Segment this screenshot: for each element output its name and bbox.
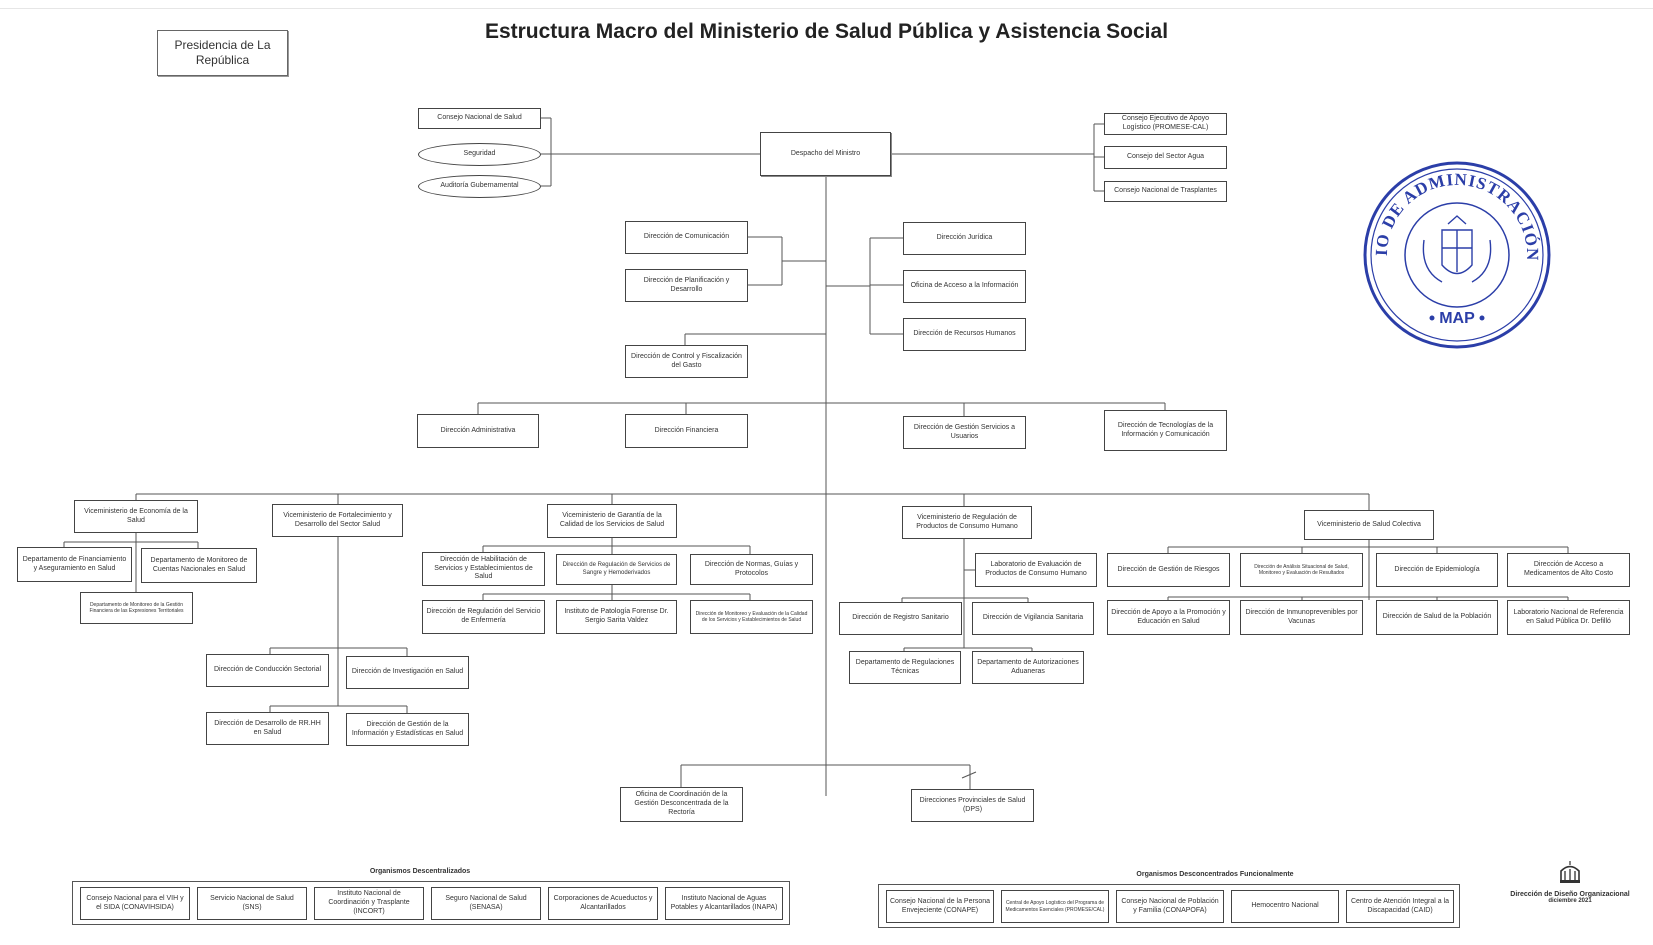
- dir-desarrollo-rrhh-box: Dirección de Desarrollo de RR.HH en Salu…: [206, 712, 329, 745]
- chart-title: Estructura Macro del Ministerio de Salud…: [484, 20, 1169, 43]
- desconcentrados-func-caption: Organismos Desconcentrados Funcionalment…: [1136, 871, 1294, 878]
- lab-evaluacion-productos-box: Laboratorio de Evaluación de Productos d…: [975, 553, 1097, 587]
- footer-line1: Dirección de Diseño Organizacional: [1510, 891, 1630, 898]
- presidencia-box: Presidencia de La República: [157, 30, 288, 76]
- seguridad-oval: Seguridad: [418, 143, 541, 166]
- vm-fortalecimiento-box: Viceministerio de Fortalecimiento y Desa…: [272, 504, 403, 537]
- vm-garantia-box: Viceministerio de Garantía de la Calidad…: [547, 504, 677, 538]
- svg-text:MAP: MAP: [1439, 310, 1475, 327]
- direcciones-provinciales-box: Direcciones Provinciales de Salud (DPS): [911, 789, 1034, 822]
- dir-planificacion-box: Dirección de Planificación y Desarrollo: [625, 269, 748, 302]
- dir-investigacion-box: Dirección de Investigación en Salud: [346, 656, 469, 689]
- descentralizados-caption: Organismos Descentralizados: [369, 868, 471, 875]
- depto-autorizaciones-aduaneras-box: Departamento de Autorizaciones Aduaneras: [972, 651, 1084, 684]
- dir-inmunoprevenibles-box: Dirección de Inmunoprevenibles por Vacun…: [1240, 600, 1363, 635]
- depto-cuentas-nacionales-box: Departamento de Monitoreo de Cuentas Nac…: [141, 548, 257, 583]
- depto-gestion-financiera-box: Departamento de Monitoreo de la Gestión …: [80, 592, 193, 624]
- vm-regulacion-box: Viceministerio de Regulación de Producto…: [902, 506, 1032, 539]
- dir-monitoreo-calidad-box: Dirección de Monitoreo y Evaluación de l…: [690, 600, 813, 634]
- dir-conduccion-sectorial-box: Dirección de Conducción Sectorial: [206, 654, 329, 687]
- inapa-box: Instituto Nacional de Aguas Potables y A…: [665, 887, 783, 920]
- auditoria-oval: Auditoría Gubernamental: [418, 175, 541, 198]
- depto-regulaciones-tecnicas-box: Departamento de Regulaciones Técnicas: [849, 651, 961, 684]
- conape-box: Consejo Nacional de la Persona Envejecie…: [886, 890, 994, 923]
- consejo-trasplantes-box: Consejo Nacional de Trasplantes: [1104, 181, 1227, 202]
- oficina-coordinacion-desconcentrada-box: Oficina de Coordinación de la Gestión De…: [620, 787, 743, 822]
- dir-gestion-informacion-box: Dirección de Gestión de la Información y…: [346, 713, 469, 746]
- caid-box: Centro de Atención Integral a la Discapa…: [1346, 890, 1454, 923]
- footer-emblem: Dirección de Diseño Organizacional dicie…: [1500, 858, 1640, 904]
- senasa-box: Seguro Nacional de Salud (SENASA): [431, 887, 541, 920]
- dir-juridica-box: Dirección Jurídica: [903, 222, 1026, 255]
- consejo-sector-agua-box: Consejo del Sector Agua: [1104, 146, 1227, 169]
- dir-habilitacion-box: Dirección de Habilitación de Servicios y…: [422, 552, 545, 586]
- vm-economia-box: Viceministerio de Economía de la Salud: [74, 500, 198, 533]
- sns-box: Servicio Nacional de Salud (SNS): [197, 887, 307, 920]
- government-building-icon: [1560, 861, 1580, 883]
- dir-normas-guias-box: Dirección de Normas, Guías y Protocolos: [690, 554, 813, 585]
- dir-epidemiologia-box: Dirección de Epidemiología: [1376, 553, 1498, 587]
- top-rule: [0, 8, 1653, 9]
- svg-text:MINISTERIO DE ADMINISTRACIÓN P: MINISTERIO DE ADMINISTRACIÓN PÚBLICA: [1362, 160, 1542, 261]
- consejo-nacional-salud-box: Consejo Nacional de Salud: [418, 108, 541, 129]
- dir-administrativa-box: Dirección Administrativa: [417, 414, 539, 448]
- dir-financiera-box: Dirección Financiera: [625, 414, 748, 448]
- dir-promocion-educacion-box: Dirección de Apoyo a la Promoción y Educ…: [1107, 600, 1230, 635]
- vm-salud-colectiva-box: Viceministerio de Salud Colectiva: [1304, 510, 1434, 540]
- conapofa-box: Consejo Nacional de Población y Familia …: [1116, 890, 1224, 923]
- dir-vigilancia-sanitaria-box: Dirección de Vigilancia Sanitaria: [972, 602, 1094, 635]
- incort-box: Instituto Nacional de Coordinación y Tra…: [314, 887, 424, 920]
- hemocentro-box: Hemocentro Nacional: [1231, 890, 1339, 923]
- dir-gestion-usuarios-box: Dirección de Gestión Servicios a Usuario…: [903, 416, 1026, 449]
- lab-referencia-salud-publica-box: Laboratorio Nacional de Referencia en Sa…: [1507, 600, 1630, 635]
- depto-financiamiento-box: Departamento de Financiamiento y Asegura…: [17, 547, 132, 582]
- despacho-ministro-box: Despacho del Ministro: [760, 132, 891, 176]
- dir-enfermeria-box: Dirección de Regulación del Servicio de …: [422, 600, 545, 634]
- promese-cal-box: Central de Apoyo Logístico del Programa …: [1001, 890, 1109, 923]
- dir-medicamentos-alto-costo-box: Dirección de Acceso a Medicamentos de Al…: [1507, 553, 1630, 587]
- dir-analisis-situacional-box: Dirección de Análisis Situacional de Sal…: [1240, 553, 1363, 587]
- oficina-acceso-informacion-box: Oficina de Acceso a la Información: [903, 270, 1026, 303]
- dir-rrhh-box: Dirección de Recursos Humanos: [903, 318, 1026, 351]
- map-seal-stamp: MINISTERIO DE ADMINISTRACIÓN PÚBLICA MAP: [1362, 160, 1551, 349]
- promese-advisory-box: Consejo Ejecutivo de Apoyo Logístico (PR…: [1104, 113, 1227, 135]
- dir-tic-box: Dirección de Tecnologías de la Informaci…: [1104, 410, 1227, 451]
- conavihsida-box: Consejo Nacional para el VIH y el SIDA (…: [80, 887, 190, 920]
- instituto-patologia-forense-box: Instituto de Patología Forense Dr. Sergi…: [556, 600, 677, 634]
- dir-registro-sanitario-box: Dirección de Registro Sanitario: [839, 602, 962, 635]
- dir-salud-poblacion-box: Dirección de Salud de la Población: [1376, 600, 1498, 635]
- footer-line2: diciembre 2021: [1548, 898, 1592, 904]
- acueductos-box: Corporaciones de Acueductos y Alcantaril…: [548, 887, 658, 920]
- dir-control-gasto-box: Dirección de Control y Fiscalización del…: [625, 345, 748, 378]
- dir-gestion-riesgos-box: Dirección de Gestión de Riesgos: [1107, 553, 1230, 587]
- dir-servicios-sangre-box: Dirección de Regulación de Servicios de …: [556, 554, 677, 585]
- dir-comunicacion-box: Dirección de Comunicación: [625, 221, 748, 254]
